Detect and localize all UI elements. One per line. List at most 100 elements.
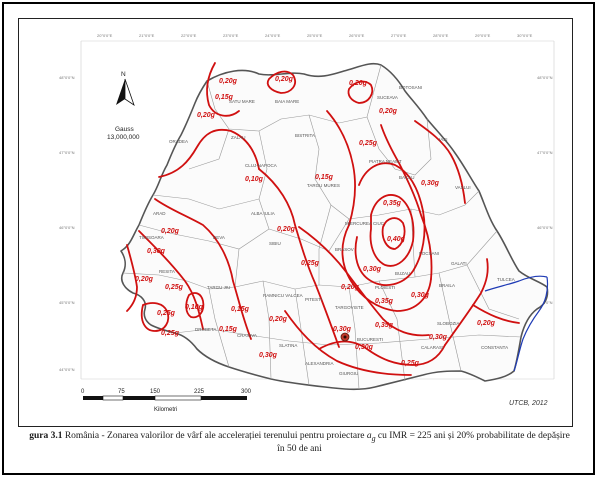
zone-label: 0,20g	[277, 226, 296, 233]
city-label: SLATINA	[279, 343, 297, 348]
scale-unit: Kilometri	[154, 407, 177, 413]
city-label: ORADEA	[169, 139, 188, 144]
zone-label: 0,20g	[341, 284, 360, 291]
zone-label: 0,30g	[259, 352, 278, 359]
contour-line	[266, 70, 296, 94]
city-label: RESITA	[159, 269, 175, 274]
city-label: BRAILA	[439, 283, 455, 288]
caption-symbol-sub: g	[371, 433, 376, 443]
lon-label: 24°0'0"E	[265, 33, 281, 38]
lat-label: 47°0'0"N	[537, 150, 553, 155]
city-label: SIBIU	[269, 241, 281, 246]
zone-label: 0,30g	[363, 266, 382, 273]
zone-label: 0,15g	[215, 94, 234, 101]
north-arrow-icon	[116, 79, 125, 105]
city-label: PITESTI	[305, 297, 322, 302]
city-label: SATU MARE	[229, 99, 255, 104]
scale-tick: 300	[241, 389, 252, 395]
contour-line	[414, 120, 466, 204]
city-label: DROBETA	[195, 327, 216, 332]
lon-label: 22°0'0"E	[181, 33, 197, 38]
city-label: CRAIOVA	[237, 333, 257, 338]
scale-tick: 75	[118, 389, 125, 395]
zone-label: 0,15g	[315, 174, 334, 181]
lon-label: 21°0'0"E	[139, 33, 155, 38]
zone-label: 0,20g	[379, 108, 398, 115]
contour-line	[185, 292, 205, 319]
lat-label: 45°0'0"N	[59, 300, 75, 305]
contour-line	[140, 302, 170, 332]
zone-label: 0,20g	[197, 112, 216, 119]
contour-line	[369, 194, 415, 267]
romania-seismic-zonation-map: 20°0'0"E 21°0'0"E 22°0'0"E 23°0'0"E 24°0…	[59, 33, 555, 413]
zone-labels: 0,20g 0,20g 0,20g 0,15g 0,20g 0,20g 0,25…	[135, 76, 496, 367]
zone-label: 0,30g	[333, 326, 352, 333]
city-label: FOCSANI	[419, 251, 439, 256]
lon-label: 29°0'0"E	[475, 33, 491, 38]
city-label: PLOIESTI	[375, 285, 395, 290]
lat-label: 44°0'0"N	[59, 367, 75, 372]
city-label: SUCEAVA	[377, 95, 398, 100]
city-label: TIMISOARA	[139, 235, 164, 240]
city-label: VASLUI	[455, 185, 471, 190]
lat-label: 48°0'0"N	[537, 75, 553, 80]
zone-label: 0,20g	[135, 276, 154, 283]
city-label: CONSTANTA	[481, 345, 508, 350]
city-label: BACAU	[399, 175, 415, 180]
city-label: PIATRA NEAMT	[369, 159, 402, 164]
zone-label: 0,30g	[429, 334, 448, 341]
contour-line	[354, 162, 426, 286]
city-label: GIURGIU	[339, 371, 358, 376]
map-panel: 20°0'0"E 21°0'0"E 22°0'0"E 23°0'0"E 24°0…	[18, 18, 573, 427]
lat-label: 46°0'0"N	[537, 225, 553, 230]
contour-line	[154, 198, 252, 340]
scale-tick: 150	[150, 389, 161, 395]
zone-label: 0,35g	[375, 322, 394, 329]
contour-line	[472, 304, 520, 324]
contour-line	[318, 340, 446, 366]
contour-line	[444, 258, 489, 346]
lon-label: 30°0'0"E	[517, 33, 533, 38]
zone-label: 0,25g	[301, 260, 320, 267]
city-label: TARGU MURES	[307, 183, 340, 188]
county-boundaries	[122, 64, 522, 390]
zone-label: 0,20g	[269, 316, 288, 323]
city-label: RAMNICU VALCEA	[263, 293, 303, 298]
map-credit: UTCB, 2012	[509, 400, 548, 407]
romania-outline	[120, 62, 549, 391]
city-label: BAIA MARE	[275, 99, 299, 104]
lat-label: 46°0'0"N	[59, 225, 75, 230]
scale-tick: 0	[81, 389, 85, 395]
contour-line	[126, 244, 138, 312]
city-label: CALARASI	[421, 345, 443, 350]
seismic-contours	[126, 62, 520, 376]
city-label: GALATI	[451, 261, 467, 266]
city-label: DEVA	[213, 235, 225, 240]
lat-label: 47°0'0"N	[59, 150, 75, 155]
contour-line	[298, 226, 430, 337]
zone-label: 0,25g	[401, 360, 420, 367]
city-label: SLOBOZIA	[437, 321, 460, 326]
zone-label: 0,15g	[231, 306, 250, 313]
graticule	[80, 40, 555, 380]
caption-text-after: cu IMR = 225 ani și 20% probabilitate de…	[375, 431, 570, 441]
zone-label: 0,20g	[349, 80, 368, 87]
bucharest-marker	[340, 332, 350, 342]
zone-label: 0,30g	[411, 292, 430, 299]
city-label: MIERCUREA CIUC	[345, 221, 385, 226]
danube-coast-line	[484, 275, 549, 372]
zone-label: 0,20g	[161, 228, 180, 235]
zone-label: 0,30g	[147, 248, 166, 255]
contour-line	[158, 128, 260, 178]
contour-line	[258, 168, 340, 348]
city-labels: SATU MARE BAIA MARE SUCEAVA BOTOSANI ORA…	[139, 85, 515, 376]
north-arrow: N	[116, 71, 135, 106]
city-label: ZALAU	[231, 135, 246, 140]
city-label: TARGOVISTE	[335, 305, 364, 310]
caption-line-1: gura 3.1 România - Zonarea valorilor de …	[6, 431, 593, 444]
zone-label: 0,30g	[421, 180, 440, 187]
figure-frame	[2, 2, 595, 475]
city-label: TARGU JIU	[207, 285, 230, 290]
zone-label: 0,10g	[185, 304, 204, 311]
contour-line	[326, 110, 356, 226]
